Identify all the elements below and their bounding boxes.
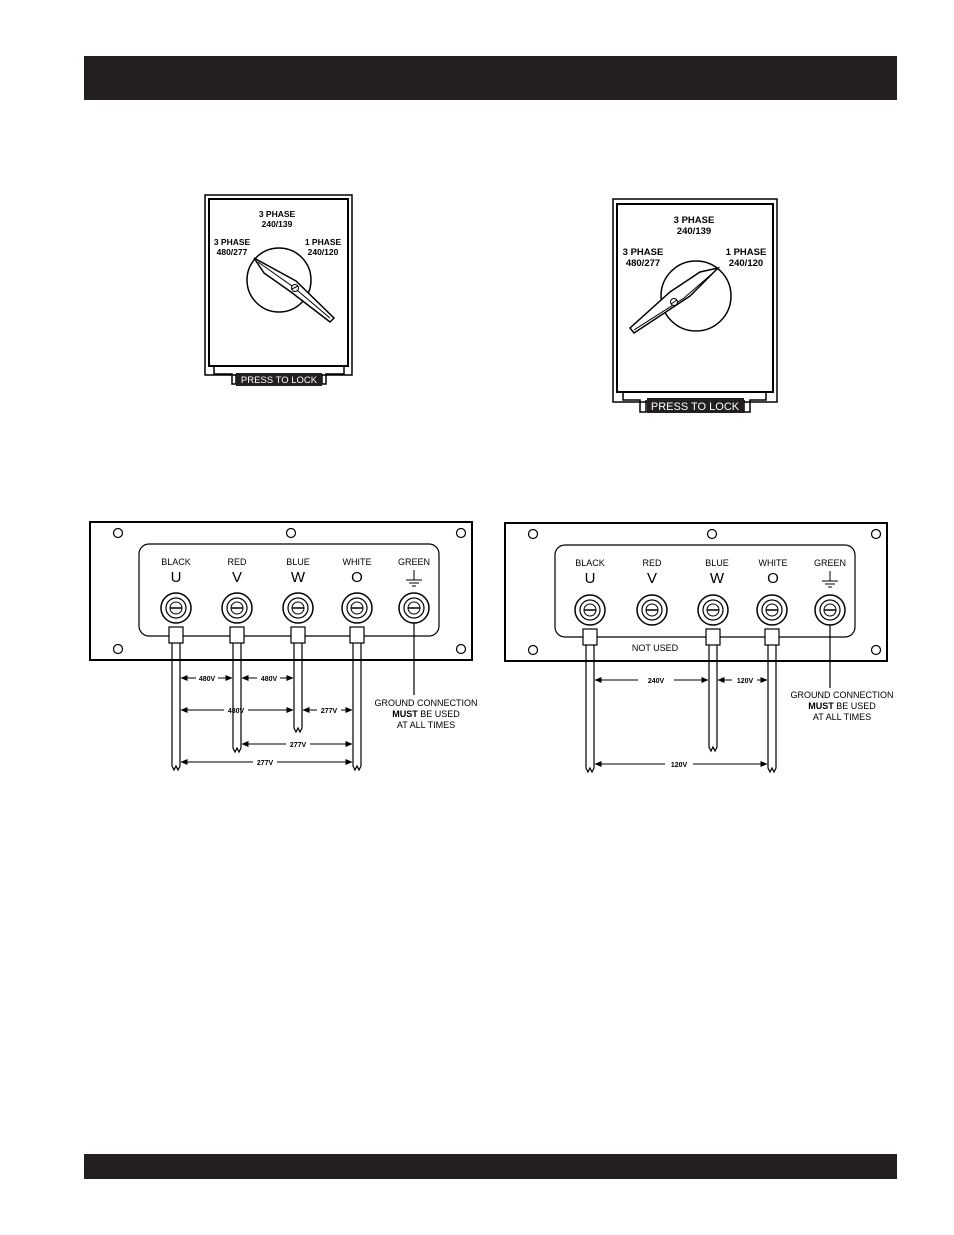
terminal-letter-label: U: [171, 569, 182, 586]
terminal-lug-v[interactable]: [221, 592, 253, 624]
terminal-color-label: BLUE: [705, 558, 729, 568]
ground-note-line2: MUST BE USED: [392, 709, 460, 719]
mounting-hole: [112, 643, 124, 655]
ground-note-line1: GROUND CONNECTION: [791, 690, 894, 700]
terminal-letter-label: O: [767, 570, 779, 587]
switch-right-lock-label: PRESS TO LOCK: [651, 401, 740, 413]
terminal-letter-label: W: [710, 570, 725, 587]
switch-right-top-label-2: 240/139: [677, 226, 711, 237]
voltage-selector-switch-left: 3 PHASE 240/139 3 PHASE 480/277 1 PHASE …: [204, 194, 353, 386]
terminal-letter-label: W: [291, 569, 306, 586]
terminal-color-label: GREEN: [814, 558, 846, 568]
mounting-hole: [870, 644, 882, 656]
switch-right-knob[interactable]: [628, 266, 721, 335]
switch-left-lock-tab[interactable]: [236, 373, 322, 386]
dim-label-uo: 277V: [257, 760, 274, 767]
mounting-hole: [112, 527, 124, 539]
voltage-dimensions-left: [180, 675, 353, 765]
terminal-lug-ground[interactable]: [814, 594, 846, 626]
switch-right-left-label-2: 480/277: [626, 258, 660, 269]
ground-note-line1: GROUND CONNECTION: [375, 698, 478, 708]
switch-right-right-label-1: 1 PHASE: [726, 247, 767, 258]
dim-label-vw: 480V: [261, 676, 278, 683]
mounting-hole: [527, 644, 539, 656]
switch-right-lock-tab[interactable]: [647, 398, 744, 413]
terminal-letter-label: V: [647, 570, 657, 587]
wires-right: [585, 625, 831, 774]
terminal-lug-u[interactable]: [160, 592, 192, 624]
terminal-lug-o[interactable]: [341, 592, 373, 624]
switch-right-dial: [660, 260, 732, 332]
ground-symbol-icon: [406, 570, 422, 587]
wires-left: [171, 623, 415, 772]
dim-label-uv: 480V: [199, 676, 216, 683]
ground-note-line3: AT ALL TIMES: [397, 720, 455, 730]
not-used-label: NOT USED: [632, 643, 679, 653]
terminal-color-label: WHITE: [343, 557, 372, 567]
mounting-hole: [285, 527, 297, 539]
mounting-hole: [870, 528, 882, 540]
dim-label-wo: 120V: [737, 678, 754, 685]
dim-label-vo: 277V: [290, 742, 307, 749]
mounting-hole: [455, 527, 467, 539]
dim-label-uw: 240V: [648, 678, 665, 685]
switch-left-right-label-1: 1 PHASE: [305, 237, 342, 247]
ground-symbol-icon: [822, 571, 838, 588]
terminal-color-label: BLACK: [575, 558, 605, 568]
terminal-color-label: RED: [227, 557, 247, 567]
ground-note-left: GROUND CONNECTION MUST BE USED AT ALL TI…: [375, 698, 478, 730]
terminal-color-label: RED: [642, 558, 662, 568]
ground-note-line2: MUST BE USED: [808, 701, 876, 711]
switch-left-knob[interactable]: [253, 257, 336, 323]
switch-right-top-label-1: 3 PHASE: [674, 215, 715, 226]
terminal-panel-left: BLACK U RED V BLUE W WHITE O GREEN: [89, 521, 473, 661]
terminal-letter-label: V: [232, 569, 242, 586]
terminal-lug-ground[interactable]: [398, 592, 430, 624]
switch-left-right-label-2: 240/120: [308, 247, 339, 257]
terminal-color-label: BLACK: [161, 557, 191, 567]
voltage-dimensions-right: [594, 677, 768, 767]
footer-bar: [84, 1154, 897, 1179]
terminal-letter-label: U: [585, 570, 596, 587]
terminal-color-label: BLUE: [286, 557, 310, 567]
header-bar: [84, 56, 897, 100]
terminal-lug-w[interactable]: [697, 594, 729, 626]
terminal-letter-label: O: [351, 569, 363, 586]
dim-label-wo: 277V: [321, 708, 338, 715]
terminal-color-label: GREEN: [398, 557, 430, 567]
terminal-color-label: WHITE: [759, 558, 788, 568]
switch-right-right-label-2: 240/120: [729, 258, 763, 269]
mounting-hole: [527, 528, 539, 540]
ground-note-line3: AT ALL TIMES: [813, 712, 871, 722]
switch-right-left-label-1: 3 PHASE: [623, 247, 664, 258]
terminal-lug-u[interactable]: [574, 594, 606, 626]
terminal-lug-o[interactable]: [756, 594, 788, 626]
terminal-panel-right: BLACK U RED V BLUE W WHITE O GREEN: [504, 522, 888, 662]
dim-label-uo: 120V: [671, 762, 688, 769]
terminal-lug-w[interactable]: [282, 592, 314, 624]
ground-note-right: GROUND CONNECTION MUST BE USED AT ALL TI…: [791, 690, 894, 722]
mounting-hole: [706, 528, 718, 540]
mounting-hole: [455, 643, 467, 655]
switch-left-lock-label: PRESS TO LOCK: [241, 375, 318, 386]
voltage-selector-switch-right: 3 PHASE 240/139 3 PHASE 480/277 1 PHASE …: [612, 198, 778, 413]
switch-left-left-label-1: 3 PHASE: [214, 237, 251, 247]
dim-label-uw: 480V: [228, 708, 245, 715]
switch-left-left-label-2: 480/277: [217, 247, 248, 257]
terminal-lug-v[interactable]: [636, 594, 668, 626]
switch-left-top-label-2: 240/139: [262, 219, 293, 229]
switch-left-top-label-1: 3 PHASE: [259, 209, 296, 219]
